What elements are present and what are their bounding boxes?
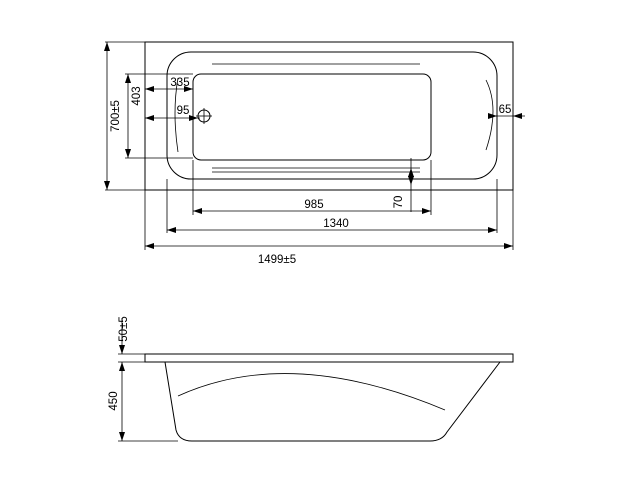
dim-inner-length: 1340 <box>323 218 349 230</box>
basin-contour-left <box>174 77 179 153</box>
side-rim <box>144 353 514 363</box>
dim-depth-overall: 700±5 <box>110 100 122 132</box>
dim-body-height: 450 <box>108 391 120 410</box>
side-inner-curve <box>177 373 446 411</box>
dim-drain-offset-y: 403 <box>131 86 143 105</box>
tub-basin-outline <box>166 51 498 180</box>
side-body <box>164 361 501 442</box>
tub-bottom-outline <box>192 73 432 161</box>
dim-inner-bottom-length: 985 <box>304 199 323 211</box>
plan-view: 700±5 403 335 95 65 70 <box>104 41 525 266</box>
dim-drain-offset-x: 335 <box>170 77 189 89</box>
dim-inner-bottom-offset: 70 <box>393 196 405 209</box>
dim-drain-from-end: 95 <box>177 105 190 117</box>
dim-rim-height: 50±5 <box>118 316 130 342</box>
dim-width-overall: 1499±5 <box>258 254 296 266</box>
basin-contour-right <box>485 79 494 151</box>
dim-rim-width: 65 <box>499 104 512 116</box>
side-view: 50±5 450 <box>108 316 514 442</box>
